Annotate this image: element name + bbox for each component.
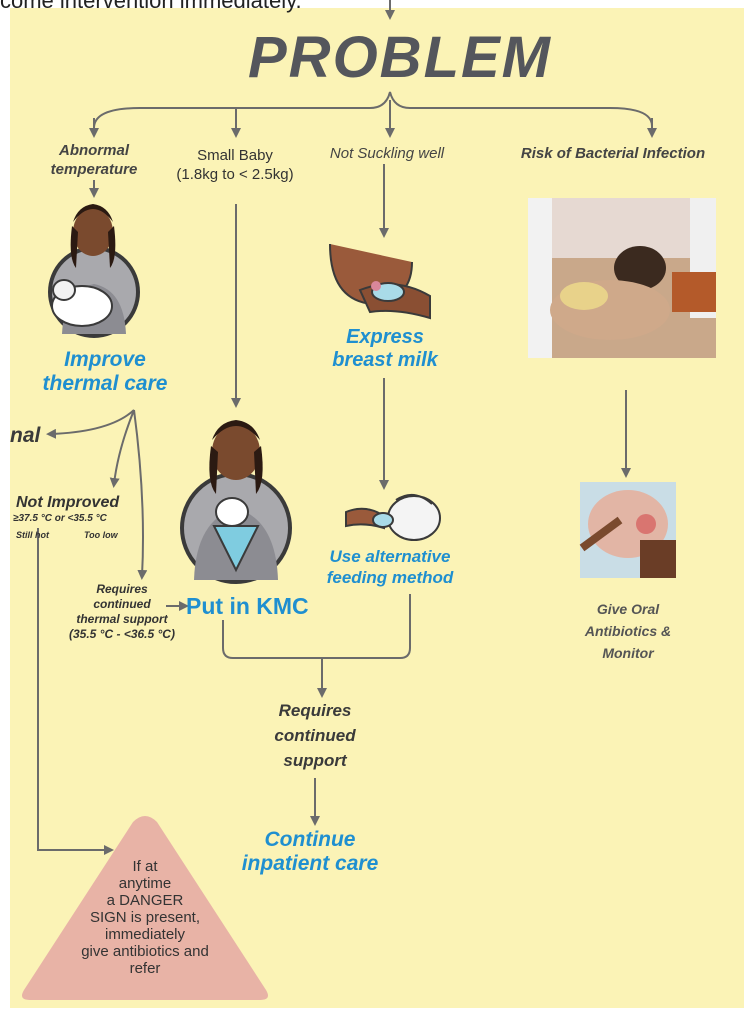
danger-line4: SIGN is present, [70, 909, 220, 926]
branch-not-suckling: Not Suckling well [316, 144, 458, 163]
requires-support-line2: continued [250, 723, 380, 748]
branch-bacterial-infection: Risk of Bacterial Infection [498, 144, 728, 163]
baby-oral-medicine-photo [580, 482, 676, 578]
express-line2: breast milk [310, 349, 460, 372]
danger-line6: give antibiotics and [70, 943, 220, 960]
not-improved-label: Not Improved [16, 494, 119, 512]
express-line1: Express [310, 326, 460, 349]
requires-thermal-line1: Requires [54, 582, 190, 597]
danger-line1: If at [70, 858, 220, 875]
danger-line2: anytime [70, 875, 220, 892]
express-breast-milk-label: Express breast milk [310, 326, 460, 372]
problem-brace [94, 92, 652, 128]
danger-sign-text: If at anytime a DANGER SIGN is present, … [70, 858, 220, 977]
temperature-thresholds: ≥37.5 °C or <35.5 °C [13, 513, 107, 524]
hand-expressing-milk-icon [330, 244, 430, 318]
arrow-thermal-to-requires [134, 410, 143, 576]
arrow-thermal-to-normal [50, 410, 134, 434]
problem-title: PROBLEM [230, 24, 570, 91]
requires-thermal-line2: continued [54, 597, 190, 612]
continue-line2: inpatient care [220, 852, 400, 876]
normal-cut-label: nal [10, 424, 40, 448]
requires-thermal-line3: thermal support [54, 612, 190, 627]
give-antibiotics-label: Give Oral Antibiotics & Monitor [558, 598, 698, 664]
danger-line3: a DANGER [70, 892, 220, 909]
small-baby-weight: (1.8kg to < 2.5kg) [160, 165, 310, 184]
mother-kmc-icon [182, 420, 290, 582]
requires-support-line1: Requires [250, 698, 380, 723]
alt-feed-line1: Use alternative [306, 546, 474, 567]
alternative-feeding-label: Use alternative feeding method [306, 546, 474, 588]
thermal-line1: Improve [30, 348, 180, 372]
too-low-label: Too low [84, 530, 118, 540]
small-baby-label: Small Baby [160, 146, 310, 165]
baby-feeding-icon [346, 495, 440, 540]
arrow-still-hot-to-danger [38, 528, 110, 850]
cut-instruction-text: come intervention immediately. [0, 0, 302, 14]
still-hot-label: Still hot [16, 530, 49, 540]
put-in-kmc-label: Put in KMC [186, 593, 326, 620]
requires-thermal-support-label: Requires continued thermal support (35.5… [54, 582, 190, 642]
requires-thermal-range: (35.5 °C - <36.5 °C) [54, 627, 190, 642]
continue-inpatient-care-label: Continue inpatient care [220, 828, 400, 876]
branch-abnormal-temperature: Abnormal temperature [34, 141, 154, 179]
antibiotics-line3: Monitor [558, 642, 698, 664]
requires-support-line3: support [250, 748, 380, 773]
requires-continued-support-label: Requires continued support [250, 698, 380, 773]
danger-line7: refer [70, 960, 220, 977]
antibiotics-line2: Antibiotics & [558, 620, 698, 642]
alt-feed-line2: feeding method [306, 567, 474, 588]
thermal-line2: thermal care [30, 372, 180, 396]
improve-thermal-care-label: Improve thermal care [30, 348, 180, 396]
danger-line5: immediately [70, 926, 220, 943]
mother-holding-baby-icon [50, 204, 138, 336]
continue-line1: Continue [220, 828, 400, 852]
branch-small-baby: Small Baby (1.8kg to < 2.5kg) [160, 146, 310, 184]
clinician-examining-baby-photo [528, 198, 716, 358]
antibiotics-line1: Give Oral [558, 598, 698, 620]
